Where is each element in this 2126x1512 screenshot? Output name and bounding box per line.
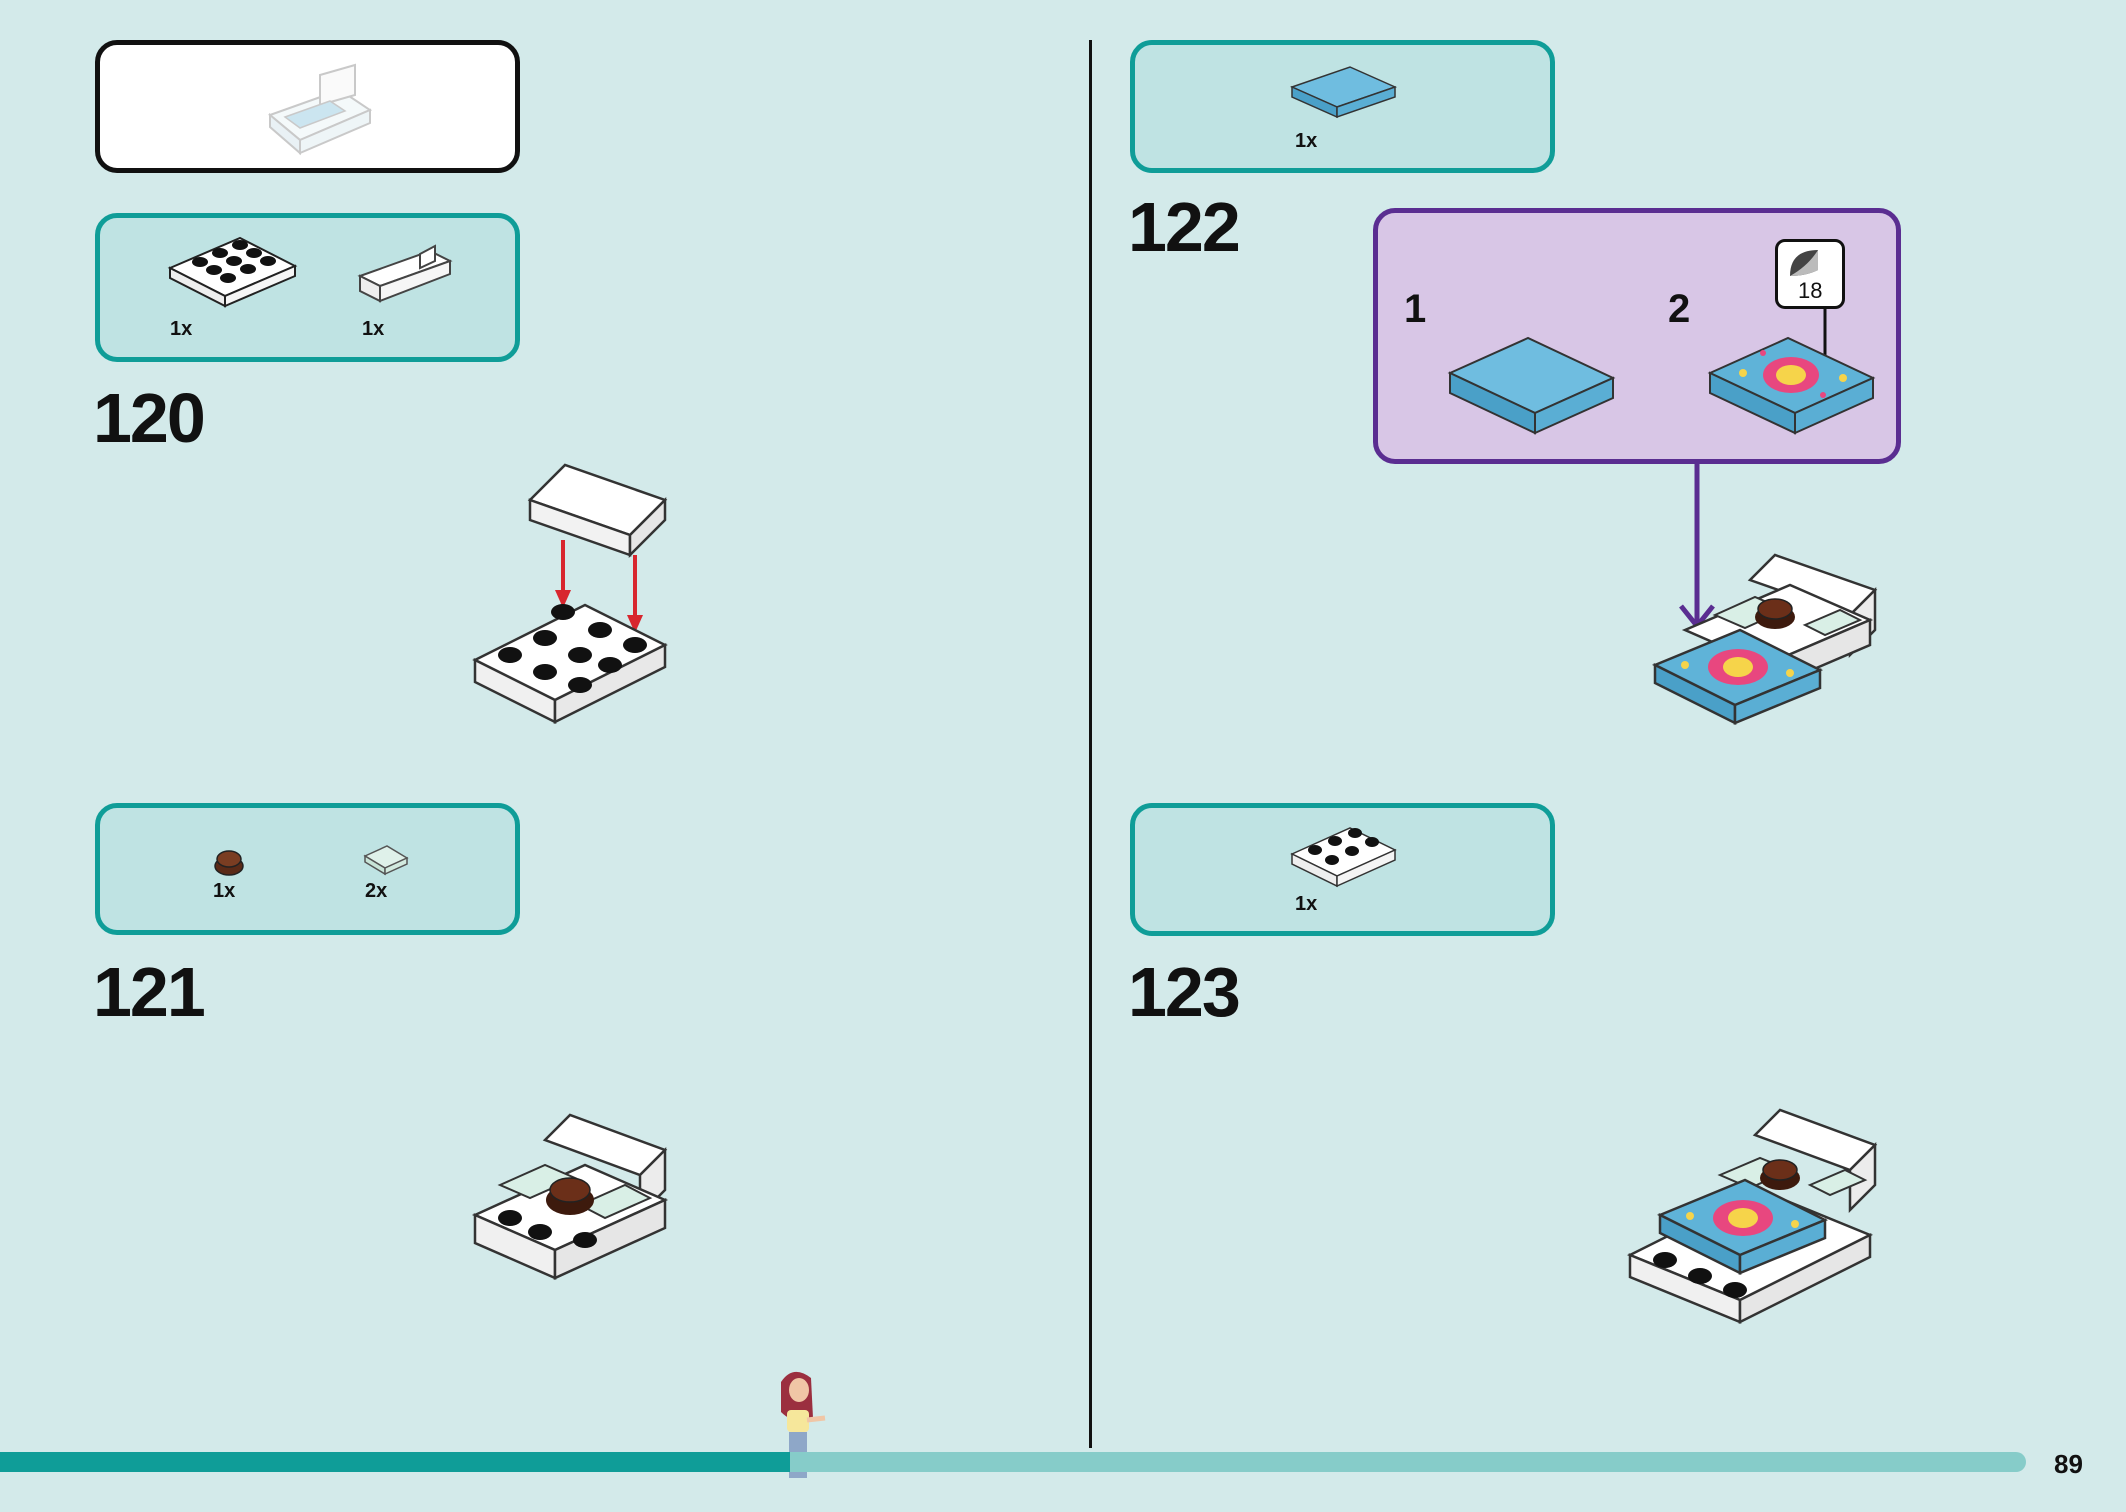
light-tile-icon — [363, 845, 409, 876]
plate-2x3-icon — [1290, 827, 1397, 888]
blue-tile-2x4-icon — [1289, 66, 1398, 119]
step-number: 123 — [1128, 953, 1241, 1031]
step-123-parts-list: 1x — [1130, 803, 1555, 936]
blue-tile-with-sticker-icon — [1707, 307, 1876, 435]
bed-headboard-icon — [357, 244, 453, 303]
page-divider — [1089, 40, 1092, 1448]
step-120-assembly — [472, 463, 668, 725]
sticker-number: 18 — [1798, 278, 1823, 303]
step-122-substep-box: 1 2 18 — [1373, 208, 1901, 464]
substep-number: 2 — [1668, 287, 1691, 331]
page-number: 89 — [2054, 1449, 2083, 1479]
part-quantity: 1x — [1295, 130, 1318, 152]
step-122-assembly — [1651, 553, 1878, 726]
submodel-overview-box — [95, 40, 520, 173]
overview-model-icon — [268, 63, 373, 156]
step-number: 122 — [1128, 188, 1241, 266]
step-121-parts-list: 1x 2x — [95, 803, 520, 935]
part-quantity: 1x — [170, 318, 193, 340]
step-121-assembly — [471, 1113, 669, 1280]
blue-tile-2x4-icon — [1447, 336, 1616, 435]
step-123-assembly — [1626, 1108, 1878, 1325]
step-122-parts-list: 1x — [1130, 40, 1555, 173]
part-quantity: 1x — [362, 318, 385, 340]
plate-2x4-icon — [167, 236, 298, 308]
brown-round-plate-icon — [214, 850, 244, 876]
part-quantity: 1x — [1295, 893, 1318, 915]
part-quantity: 2x — [365, 880, 388, 902]
substep-number: 1 — [1404, 287, 1427, 331]
step-number: 120 — [93, 379, 206, 457]
progress-bar-fill — [0, 1452, 790, 1472]
step-120-parts-list: 1x 1x — [95, 213, 520, 362]
part-quantity: 1x — [213, 880, 236, 902]
sticker-sheet-icon: 18 — [1775, 239, 1845, 309]
step-number: 121 — [93, 953, 206, 1031]
